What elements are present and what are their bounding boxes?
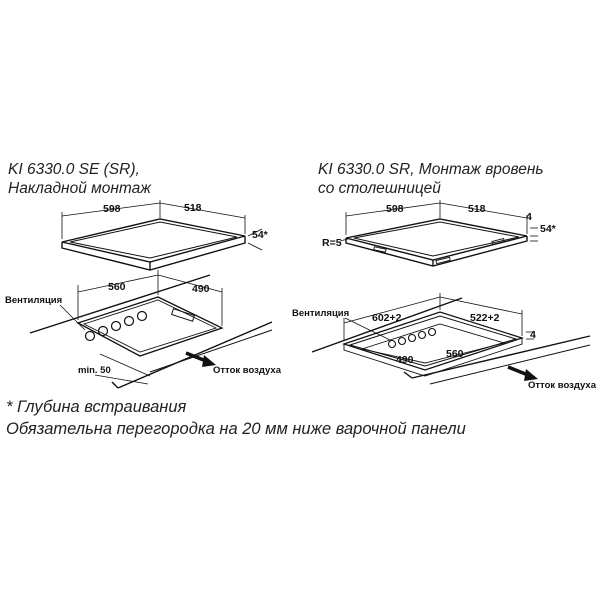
left-dim-height: 54*	[252, 229, 269, 241]
left-air-exhaust-label: Отток воздуха	[213, 365, 282, 376]
left-min-leader	[94, 374, 149, 385]
left-title-line2: Накладной монтаж	[8, 180, 152, 197]
right-dim-thickness: 4	[526, 211, 532, 223]
right-cutout-depth: 490	[396, 354, 414, 366]
right-recess-depth: 522+2	[470, 312, 500, 324]
left-hob	[61, 218, 246, 271]
right-title-line2: со столешницей	[318, 180, 441, 197]
right-title-line1: KI 6330.0 SR, Монтаж вровень	[318, 161, 544, 178]
right-countertop	[311, 297, 591, 385]
right-radius-label: R=5	[322, 237, 342, 249]
right-dim-width: 598	[386, 203, 404, 215]
ventilation-holes-left	[84, 308, 196, 342]
left-ventilation-label: Вентиляция	[5, 295, 62, 306]
left-dim-width: 598	[103, 203, 121, 215]
right-ventilation-label: Вентиляция	[292, 308, 349, 319]
right-dim-height: 54*	[540, 223, 557, 235]
ventilation-holes-right	[387, 327, 437, 349]
left-ventilation-leader	[59, 304, 86, 331]
left-title-line1: KI 6330.0 SE (SR),	[8, 161, 140, 178]
air-exhaust-arrow-left	[185, 351, 216, 367]
air-exhaust-arrow-right	[507, 365, 538, 381]
right-recess-thickness: 4	[530, 329, 536, 341]
left-min-label: min. 50	[78, 365, 111, 376]
left-cutout-dimensions	[77, 270, 223, 326]
right-air-exhaust-label: Отток воздуха	[528, 380, 597, 391]
right-hob	[345, 218, 528, 267]
left-hob-dimensions	[61, 200, 263, 251]
right-hob-dimensions	[345, 200, 538, 242]
right-dim-depth: 518	[468, 203, 486, 215]
right-recess-dimensions	[343, 293, 534, 341]
right-cutout-width: 560	[446, 348, 464, 360]
partition-note: Обязательна перегородка на 20 мм ниже ва…	[6, 420, 466, 438]
left-cutout-depth: 490	[192, 283, 210, 295]
left-cutout-width: 560	[108, 281, 126, 293]
left-countertop	[29, 274, 273, 389]
left-dim-depth: 518	[184, 202, 202, 214]
right-ventilation-leader	[344, 317, 391, 341]
right-recess-width: 602+2	[372, 312, 402, 324]
right-radius-leader	[339, 238, 349, 242]
depth-note: * Глубина встраивания	[6, 398, 187, 416]
